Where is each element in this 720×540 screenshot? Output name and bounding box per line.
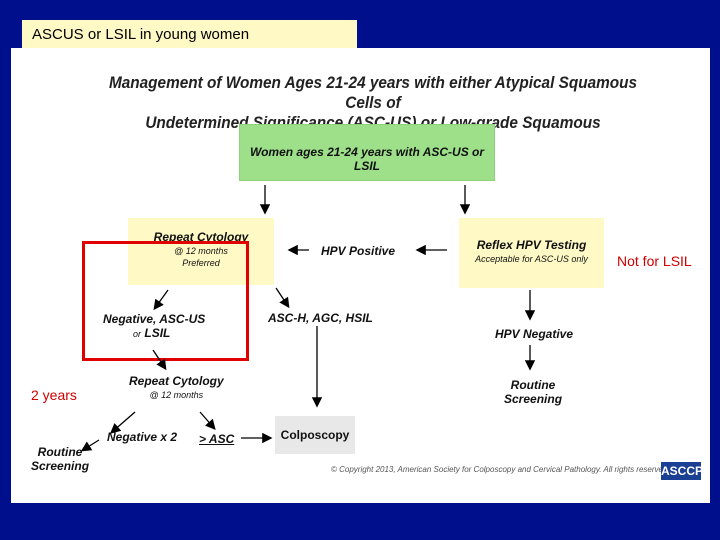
repeat-cytology-preferred: Preferred <box>182 258 220 268</box>
asch-label: ASC-H, AGC, HSIL <box>268 311 373 325</box>
copyright-notice: © Copyright 2013, American Society for C… <box>331 465 670 474</box>
routine-screening-right: Routine Screening <box>504 378 562 406</box>
gt-asc-label: > ASC <box>199 432 235 446</box>
negative-result-label: Negative, ASC-US or LSIL <box>103 312 205 341</box>
not-for-lsil-note: Not for LSIL <box>617 253 692 269</box>
asccp-logo: ASCCP <box>661 462 704 480</box>
colposcopy-box: Colposcopy <box>275 416 355 454</box>
repeat-cytology-interval: @ 12 months <box>174 246 228 256</box>
routine-left-line-1: Routine <box>37 445 83 459</box>
two-years-note: 2 years <box>31 387 77 403</box>
negative-line-2: or LSIL <box>103 326 205 341</box>
routine-screening-left: Routine Screening <box>31 445 89 473</box>
arrow-repeat-to-negative <box>153 289 169 311</box>
routine-left-line-2: Screening <box>31 459 90 473</box>
arrow-repeat2-to-negx2 <box>110 411 136 434</box>
repeat2-interval: @ 12 months <box>149 390 204 400</box>
repeat-cytology-2: Repeat Cytology @ 12 months <box>129 374 224 402</box>
hpv-positive-label: HPV Positive <box>321 244 396 258</box>
negative-x2-label: Negative x 2 <box>107 430 178 444</box>
slide-title: ASCUS or LSIL in young women <box>22 20 357 50</box>
hpv-negative-label: HPV Negative <box>495 327 574 341</box>
arrow-repeat-to-asch <box>275 287 290 309</box>
start-box: Women ages 21-24 years with ASC-US or LS… <box>239 124 495 181</box>
reflex-hpv-title: Reflex HPV Testing <box>476 238 587 252</box>
reflex-hpv-box: Reflex HPV Testing Acceptable for ASC-US… <box>459 218 604 288</box>
negative-or: or <box>133 329 142 339</box>
arrow-repeat2-to-gtasc <box>199 411 216 430</box>
negative-lsil: LSIL <box>144 326 171 340</box>
arrow-negative-to-repeat2 <box>152 349 167 371</box>
repeat2-title: Repeat Cytology <box>129 374 224 388</box>
routine-right-line-1: Routine <box>510 378 556 392</box>
reflex-hpv-note: Acceptable for ASC-US only <box>475 254 588 264</box>
flowchart-panel: Management of Women Ages 21-24 years wit… <box>11 48 710 503</box>
repeat-cytology-title: Repeat Cytology <box>153 230 249 244</box>
arrow-negx2-to-routine <box>80 439 100 452</box>
routine-right-line-2: Screening <box>504 392 563 406</box>
repeat-cytology-box: Repeat Cytology @ 12 months Preferred <box>128 218 274 285</box>
negative-line-1: Negative, ASC-US <box>103 312 206 326</box>
heading-line-1: Management of Women Ages 21-24 years wit… <box>108 74 638 112</box>
